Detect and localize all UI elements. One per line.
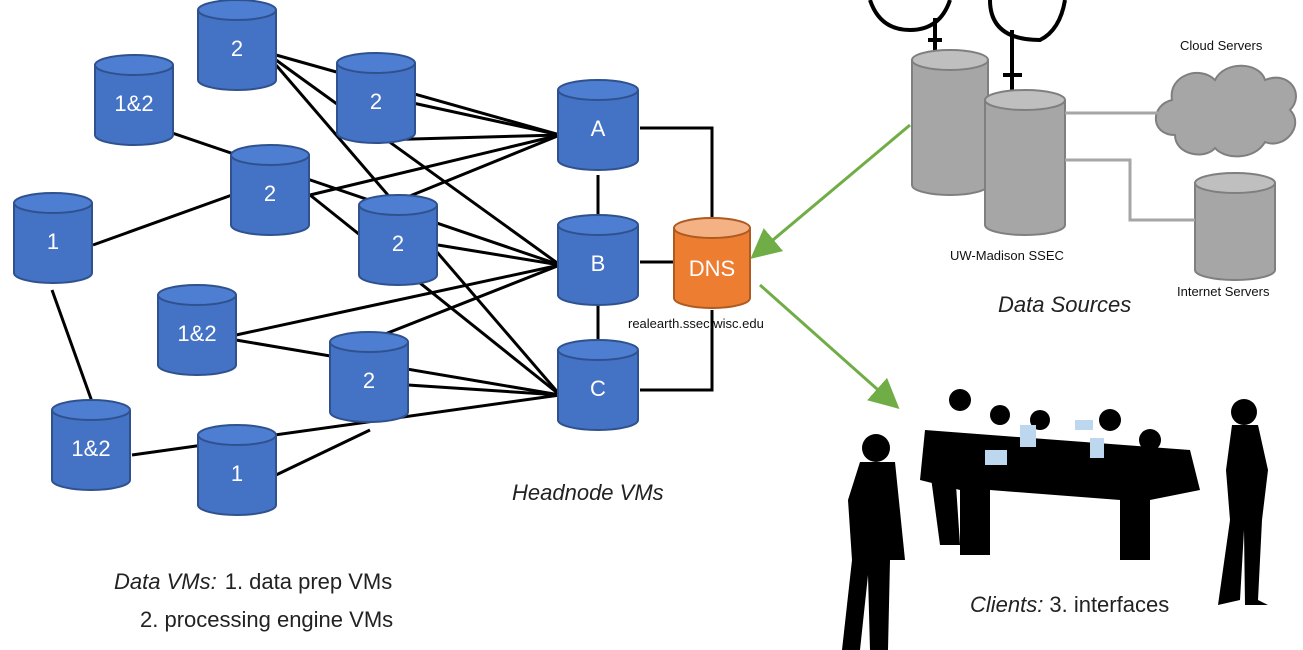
- ssec-server-icon: [911, 49, 1066, 236]
- headnode-c-label: C: [590, 376, 606, 401]
- source-to-dns-arrow: [750, 123, 911, 259]
- data-vm-d7-label: 1&2: [177, 321, 216, 346]
- connector-line: [235, 263, 561, 337]
- headnode-a: A: [557, 79, 639, 171]
- data-vm-d8-label: 2: [363, 368, 375, 393]
- data-vm-d10-label: 1: [231, 461, 243, 486]
- data-vm-d6-label: 2: [392, 231, 404, 256]
- internet-server-icon: [1194, 172, 1276, 281]
- data-vm-d9: 1&2: [51, 399, 131, 491]
- headnode-group: A B C: [557, 79, 639, 431]
- headnode-c: C: [557, 339, 639, 431]
- data-vm-d6: 2: [358, 194, 438, 286]
- data-vm-d1: 2: [197, 0, 277, 91]
- cloud-servers-label: Cloud Servers: [1180, 38, 1263, 53]
- data-vm-d7: 1&2: [157, 284, 237, 376]
- data-vm-d5: 1: [13, 192, 93, 284]
- clients-silhouette-icon: [842, 389, 1268, 650]
- headnode-caption: Headnode VMs: [512, 480, 664, 505]
- data-vm-d2: 1&2: [94, 54, 174, 146]
- data-vm-d5-label: 1: [47, 229, 59, 254]
- connector-line: [309, 193, 561, 397]
- connector-line: [437, 243, 561, 267]
- connector-line: [275, 53, 561, 137]
- data-vms-caption-line2: 2. processing engine VMs: [140, 607, 393, 632]
- internet-servers-label: Internet Servers: [1177, 284, 1270, 299]
- data-vm-d8: 2: [329, 331, 409, 423]
- data-vm-d2-label: 1&2: [114, 91, 153, 116]
- ssec-label: UW-Madison SSEC: [950, 248, 1064, 263]
- data-vm-d3: 2: [336, 52, 416, 144]
- connector-line: [309, 133, 561, 197]
- data-vm-d9-label: 1&2: [71, 436, 110, 461]
- data-vm-d10: 1: [197, 424, 277, 516]
- data-vm-d4-label: 2: [264, 181, 276, 206]
- connector-line: [640, 126, 714, 228]
- data-vms-caption-line1: Data VMs:1. data prep VMs: [114, 569, 392, 594]
- dns-to-clients-arrow: [759, 283, 900, 409]
- connector-line: [369, 263, 561, 342]
- data-vm-d3-label: 2: [370, 89, 382, 114]
- headnode-a-label: A: [591, 116, 606, 141]
- clients-caption: Clients:3. interfaces: [970, 592, 1169, 617]
- connector-line: [275, 58, 561, 267]
- headnode-b: B: [557, 214, 639, 306]
- connector-line: [275, 428, 371, 477]
- data-vm-d1-label: 2: [231, 36, 243, 61]
- source-connectors: [1065, 111, 1195, 222]
- dns-server: DNS: [673, 217, 751, 309]
- connector-line: [407, 383, 561, 397]
- connector-line: [92, 193, 233, 247]
- data-vm-d4: 2: [230, 144, 310, 236]
- data-vm-group: 2 1&2 2 2 1 2 1&2 2 1&2 1: [13, 0, 438, 516]
- data-sources-title: Data Sources: [998, 292, 1131, 317]
- connector-line: [133, 118, 561, 267]
- cloud-icon: [1154, 64, 1297, 158]
- connector-line: [640, 310, 714, 392]
- data-sources: Cloud Servers UW-Madison SSEC Internet S…: [868, 0, 1297, 317]
- dns-hostname: realearth.ssec.wisc.edu: [628, 316, 764, 331]
- connector-line: [399, 133, 561, 202]
- connector-line: [50, 289, 97, 411]
- dns-label: DNS: [689, 256, 735, 281]
- headnode-b-label: B: [591, 251, 606, 276]
